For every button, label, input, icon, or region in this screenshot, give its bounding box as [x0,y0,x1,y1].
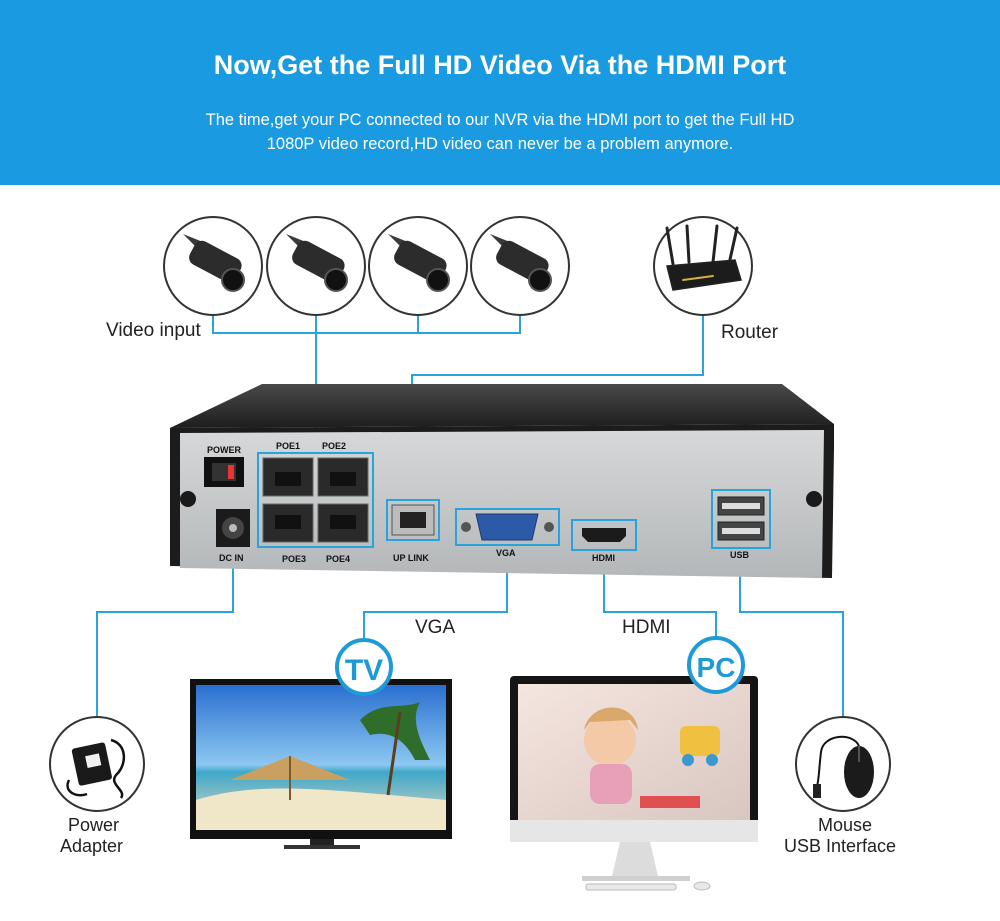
hdmi-port[interactable] [582,528,626,542]
hdmi-connection-label: HDMI [622,617,671,638]
connection-diagram: Video input Router POWER DC IN POE1 POE2… [49,216,896,891]
header-banner: Now,Get the Full HD Video Via the HDMI P… [0,0,1000,185]
tv-monitor: TV [190,638,452,849]
camera-icon [490,234,552,292]
nvr-top-cover [170,384,834,428]
camera-1 [163,216,263,316]
page-subtitle: The time,get your PC connected to our NV… [0,108,1000,156]
router [653,216,753,316]
router-icon [665,224,742,291]
uplink-label: UP LINK [393,553,429,563]
page-title: Now,Get the Full HD Video Via the HDMI P… [213,50,787,80]
video-input-label: Video input [106,320,201,341]
camera-3 [368,216,468,316]
poe-port-block [257,452,374,548]
dc-in-line [96,552,234,718]
power-adapter-label-line1: Power [68,815,119,835]
power-label: POWER [207,445,242,455]
poe3-label: POE3 [282,554,306,564]
camera-4 [470,216,570,316]
camera-icon [388,234,450,292]
uplink-port-frame [386,499,440,541]
power-adapter-label-line2: Adapter [60,836,123,856]
dc-in-label: DC IN [219,553,244,563]
power-adapter-icon [66,738,125,799]
vga-line [363,545,508,638]
vga-port-frame [455,508,560,546]
mouse-device [795,716,891,812]
screw-left [180,491,196,507]
mouse-icon [813,736,874,798]
tv-icon [190,679,452,849]
screw-right [806,491,822,507]
vga-port[interactable] [475,513,539,541]
hdmi-port-label: HDMI [592,553,615,563]
poe2-label: POE2 [322,441,346,451]
power-adapter [49,716,145,812]
hdmi-line [603,550,717,638]
camera-icon [286,234,348,292]
nvr-recorder: POWER DC IN POE1 POE2 POE3 POE4 UP LINK [170,384,834,578]
mouse-label-line2: USB Interface [784,836,896,856]
vga-port-label: VGA [496,548,516,558]
pc-monitor-icon [510,676,758,891]
pc-badge-text: PC [697,652,736,683]
vga-connection-label: VGA [415,617,455,638]
poe1-label: POE1 [276,441,300,451]
pc-monitor: PC [510,636,758,891]
poe4-label: POE4 [326,554,350,564]
usb-port-frame [711,489,771,549]
tv-badge-text: TV [345,654,383,687]
pc-badge [687,636,745,694]
camera-2 [266,216,366,316]
hdmi-port-frame [571,519,637,551]
camera-icon [183,234,245,292]
usb-line [739,548,844,718]
mouse-label-line1: Mouse [818,815,872,835]
subtitle-line-2: 1080P video record,HD video can never be… [266,135,734,153]
connection-lines [96,314,844,718]
tv-badge [335,638,393,696]
usb-port-label: USB [730,550,750,560]
router-label: Router [721,322,779,343]
camera-bus-line [212,314,521,334]
subtitle-line-1: The time,get your PC connected to our NV… [205,111,795,129]
